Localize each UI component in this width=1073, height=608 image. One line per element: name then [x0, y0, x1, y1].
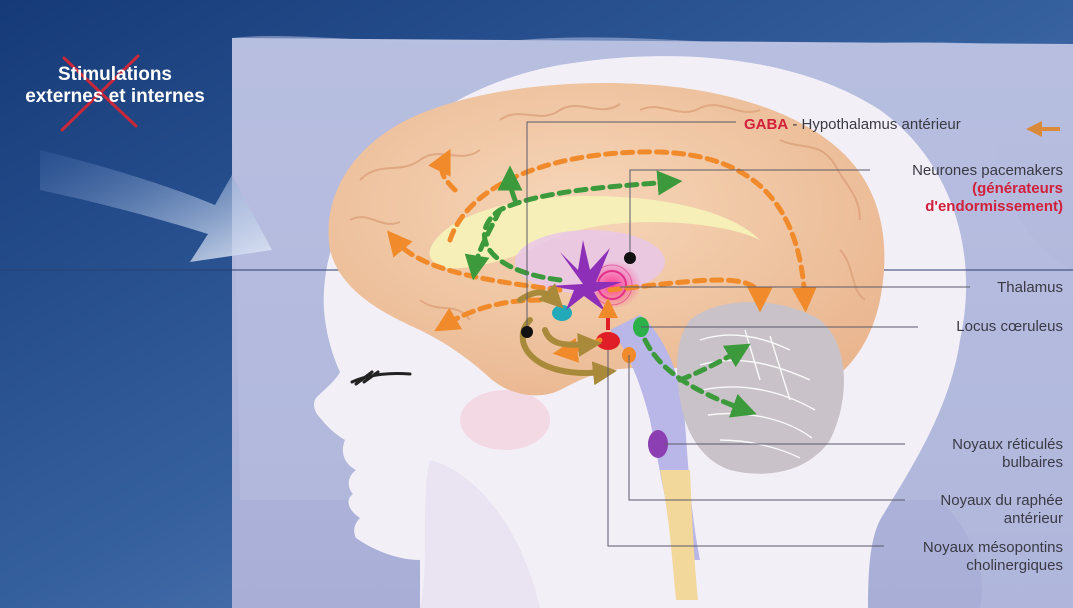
- pacemaker-line1: Neurones pacemakers: [912, 162, 1063, 180]
- raphe-line1: Noyaux du raphée: [940, 492, 1063, 510]
- stimulation-line1: Stimulations: [6, 64, 224, 86]
- pacemaker-label: Neurones pacemakers (générateurs d'endor…: [912, 162, 1063, 216]
- reticules-label: Noyaux réticulés bulbaires: [952, 436, 1063, 472]
- locus-label: Locus cœruleus: [956, 318, 1063, 336]
- gaba-rest: - Hypothalamus antérieur: [788, 116, 961, 133]
- gaba-word: GABA: [744, 116, 788, 133]
- raphe-line2: antérieur: [940, 510, 1063, 528]
- reticules-line1: Noyaux réticulés: [952, 436, 1063, 454]
- mesopontins-line1: Noyaux mésopontins: [923, 539, 1063, 557]
- gaba-label: GABA - Hypothalamus antérieur: [744, 116, 961, 134]
- cheek-blush: [460, 390, 550, 450]
- raphe-label: Noyaux du raphée antérieur: [940, 492, 1063, 528]
- pacemaker-line2: (générateurs: [912, 180, 1063, 198]
- stimulation-line2: externes et internes: [6, 86, 224, 108]
- thalamus-label: Thalamus: [997, 279, 1063, 297]
- pacemaker-dot: [624, 252, 636, 264]
- mesopontins-line2: cholinergiques: [923, 557, 1063, 575]
- stimulation-label: Stimulations externes et internes: [6, 64, 224, 108]
- pacemaker-line3: d'endormissement): [912, 198, 1063, 216]
- gaba-dot: [521, 326, 533, 338]
- reticules-line2: bulbaires: [952, 454, 1063, 472]
- mesopontins-label: Noyaux mésopontins cholinergiques: [923, 539, 1063, 575]
- cerebellum: [677, 302, 844, 474]
